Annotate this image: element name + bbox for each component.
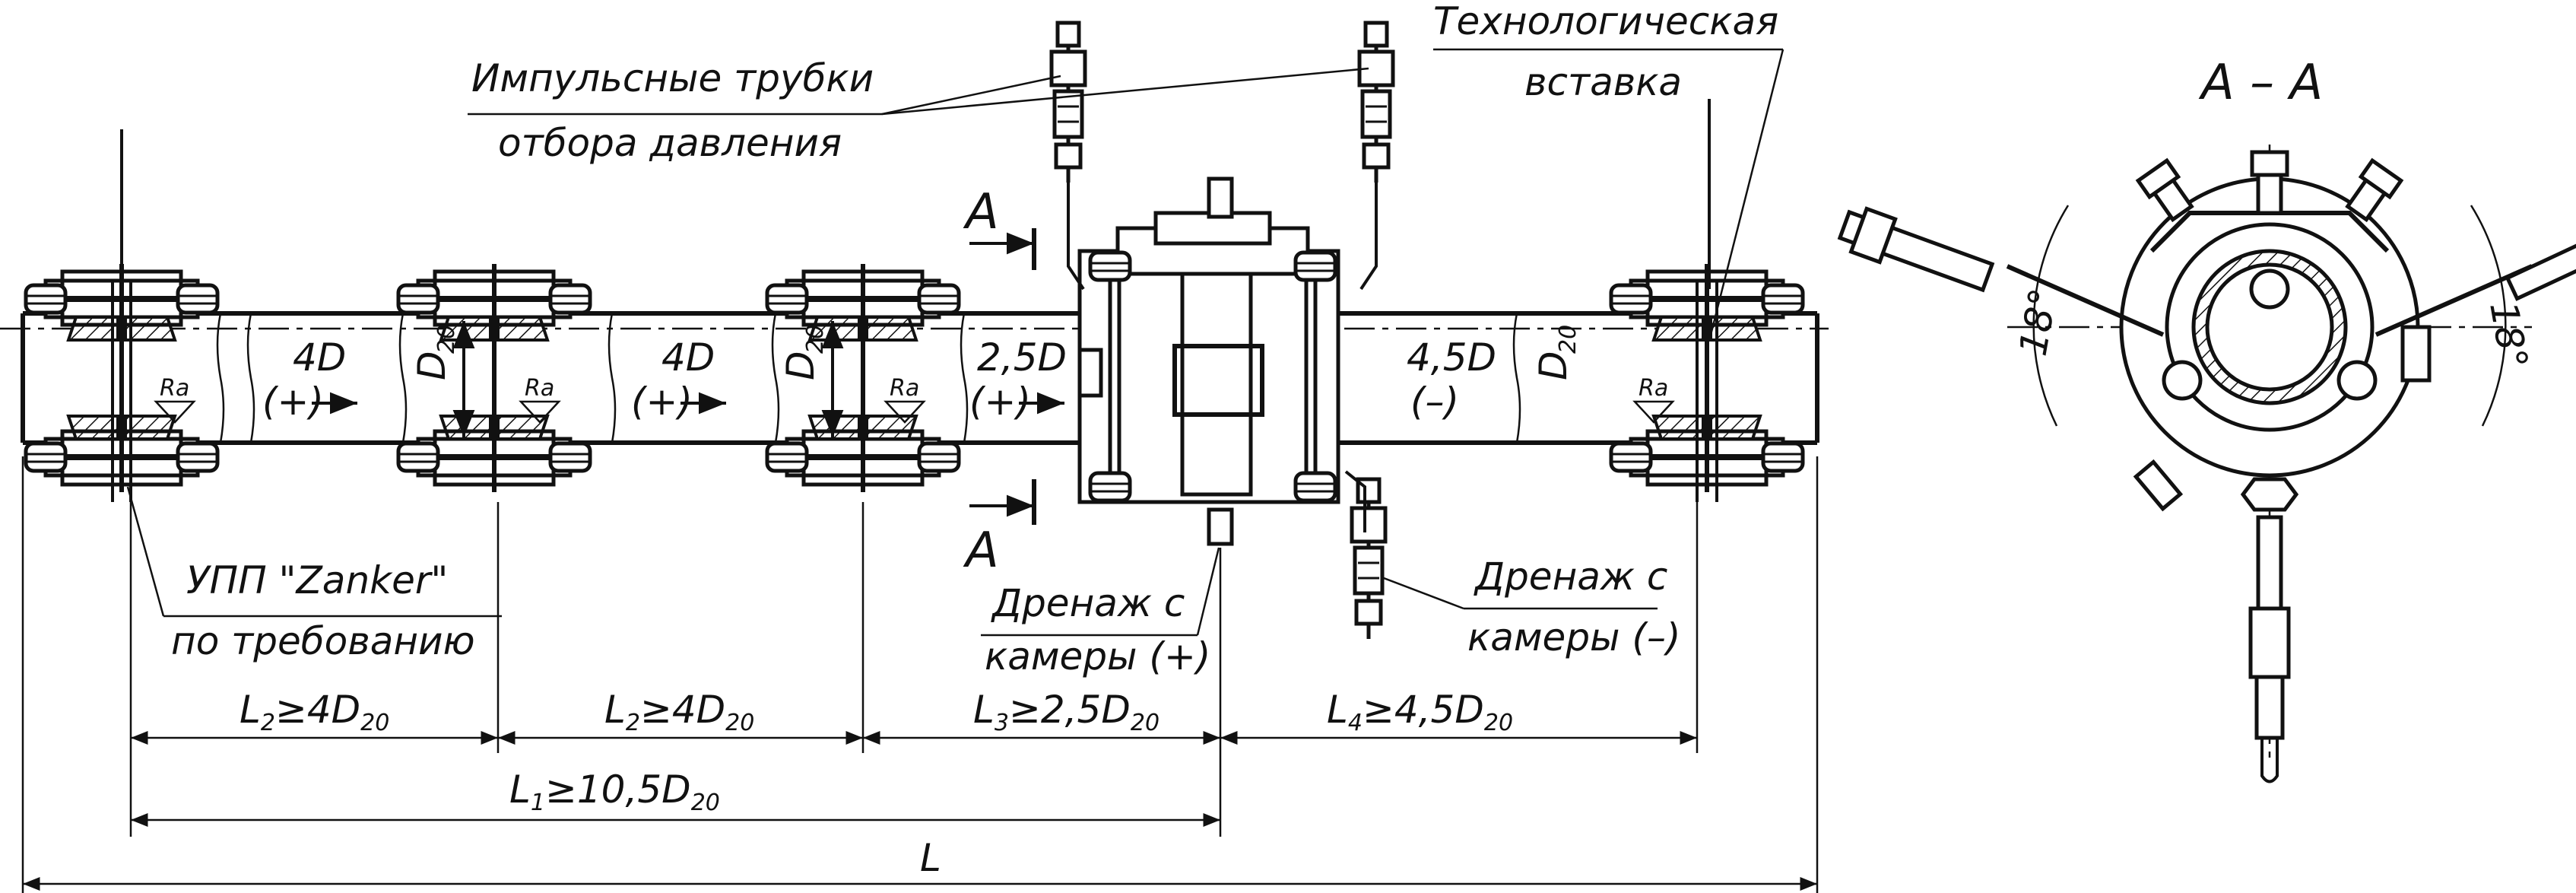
dim-l2a-rel: ≥4D [275,688,360,732]
roughness-4: Ra [1639,375,1668,402]
dim-l1-main: L [509,767,531,812]
dim-l2a-sub1: 2 [261,710,275,736]
upp-line2: по требованию [171,619,475,663]
upp-line1: УПП "Zanker" [186,558,448,602]
dim-l3-sub1: 3 [995,710,1009,736]
callout-upp: УПП "Zanker" по требованию [126,486,502,663]
segment-4-length: 4,5D [1407,335,1496,380]
svg-text:L1≥10,5D20: L1≥10,5D20 [509,767,720,816]
diameter-marks: D 20 D 20 D 20 [410,321,1581,437]
svg-text:L2≥4D20: L2≥4D20 [604,688,754,736]
roughness-marks: Ra Ra Ra Ra [154,375,1675,424]
callout-drain-plus: Дренаж с камеры (+) [981,547,1220,678]
impulse-tubes-line2: отбора давления [498,121,842,165]
pipeline-main-view [0,23,1829,639]
diameter-3: D [1531,351,1575,380]
dim-l2b-rel: ≥4D [640,688,725,732]
dim-l1-rel: ≥10,5D [545,767,691,812]
drain-plus-line2: камеры (+) [985,634,1210,678]
svg-text:L3≥2,5D20: L3≥2,5D20 [973,688,1160,736]
dim-l3-sub2: 20 [1131,710,1160,736]
dim-l4-main: L [1327,688,1348,732]
dimension-lines: L2≥4D20 L2≥4D20 L3≥2,5D20 L4≥4,5D20 L1≥1… [21,456,1819,893]
impulse-tube-plus [1052,23,1085,291]
section-title: А – А [2198,55,2323,111]
roughness-1: Ra [160,375,189,402]
dim-l1-sub2: 20 [691,790,720,816]
dim-l2b-main: L [604,688,626,732]
dim-l4-sub1: 4 [1348,710,1363,736]
dim-l2a-main: L [240,688,261,732]
dim-l4-sub2: 20 [1484,710,1513,736]
segment-3-length: 2,5D [977,335,1067,380]
callout-impulse-tubes: Импульсные трубки отбора давления [468,56,1369,165]
tech-insert-line2: вставка [1524,60,1682,104]
impulse-tubes-line1: Импульсные трубки [471,56,874,100]
dim-l2b-sub2: 20 [725,710,754,736]
section-marker-top: А [963,184,999,240]
section-markers: А А [963,184,1036,579]
diameter-1: D [410,351,454,380]
segment-1-length: 4D [293,335,346,380]
diameter-2-sub: 20 [802,325,829,354]
tech-insert-line1: Технологическая [1433,0,1778,43]
diameter-1-sub: 20 [433,325,460,354]
dim-l2a-sub2: 20 [360,710,389,736]
diameter-2: D [779,351,823,380]
segment-4-direction: (–) [1410,380,1459,424]
dim-l4-rel: ≥4,5D [1363,688,1484,732]
dim-l1-sub1: 1 [531,790,545,816]
chamber-body [1077,176,1340,546]
dim-total: L [920,836,941,880]
dim-l3-rel: ≥2,5D [1009,688,1131,732]
drain-plus-line1: Дренаж с [991,581,1185,625]
angle-right: 18° [2481,298,2536,372]
section-view-a-a: А – А [1837,55,2576,783]
section-marker-bottom: А [963,523,999,579]
svg-text:L2≥4D20: L2≥4D20 [240,688,389,736]
drain-minus-line1: Дренаж с [1474,555,1667,599]
callout-tech-insert: Технологическая вставка [1433,0,1784,335]
impulse-tube-minus [1359,23,1393,291]
dim-l2b-sub1: 2 [626,710,640,736]
roughness-3: Ra [890,375,919,402]
segment-labels: 4D (+) 4D (+) 2,5D (+) 4,5D (–) [262,335,1496,424]
angle-left: 18° [2011,285,2067,359]
dim-l3-main: L [973,688,995,732]
roughness-2: Ra [525,375,554,402]
callout-drain-minus: Дренаж с камеры (–) [1383,555,1680,659]
diameter-3-sub: 20 [1555,325,1581,354]
svg-text:L4≥4,5D20: L4≥4,5D20 [1327,688,1513,736]
drain-valve-minus [1344,470,1385,639]
drain-minus-line2: камеры (–) [1467,615,1680,659]
segment-2-length: 4D [661,335,715,380]
